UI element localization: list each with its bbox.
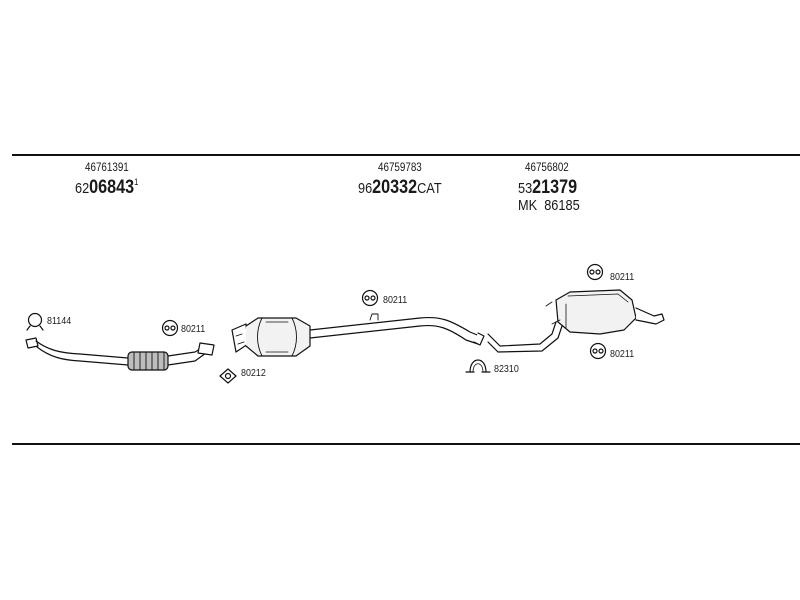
label-hanger-center: 80211 <box>383 294 408 306</box>
rubber-hanger-icon <box>361 289 379 307</box>
ref-prefix: 62 <box>75 180 90 197</box>
rubber-hanger-icon <box>589 342 607 360</box>
ref-prefix: 53 <box>518 180 533 197</box>
flange-gasket-icon <box>219 368 237 384</box>
top-separator-line <box>12 154 800 156</box>
label-ring-front: 81144 <box>47 315 72 327</box>
ref-number-catalyst: 9620332CAT <box>358 178 442 197</box>
ref-number-front-pipe: 62068431 <box>75 177 139 198</box>
ref-bold: 06843 <box>89 177 135 198</box>
ref-bold: 21379 <box>532 177 578 198</box>
oe-number-front-pipe: 46761391 <box>85 160 129 174</box>
label-hanger-rear-lower: 80211 <box>610 348 635 360</box>
oe-number-rear-silencer: 46756802 <box>525 160 569 174</box>
rear-silencer-part <box>487 289 665 353</box>
ref-bold: 20332 <box>372 177 418 198</box>
pipe-clamp-icon <box>465 359 491 373</box>
ref-superscript: 1 <box>134 177 139 187</box>
front-pipe-part <box>25 337 215 371</box>
label-gasket: 80212 <box>241 367 266 379</box>
ring-gasket-icon <box>26 312 44 331</box>
ref-suffix: CAT <box>417 180 442 197</box>
label-clamp: 82310 <box>494 363 519 375</box>
kit-label: MK <box>518 197 538 214</box>
kit-number: 86185 <box>544 197 580 214</box>
bottom-separator-line <box>12 443 800 445</box>
rubber-hanger-icon <box>161 319 179 337</box>
rubber-hanger-icon <box>586 263 604 281</box>
ref-prefix: 96 <box>358 180 373 197</box>
oe-number-catalyst: 46759783 <box>378 160 422 174</box>
label-hanger-rear-upper: 80211 <box>610 271 635 283</box>
ref-number-rear-silencer: 5321379 <box>518 178 577 197</box>
catalytic-converter-part <box>231 313 485 357</box>
label-hanger-front: 80211 <box>181 323 206 335</box>
mounting-kit-number: MK 86185 <box>518 198 580 213</box>
